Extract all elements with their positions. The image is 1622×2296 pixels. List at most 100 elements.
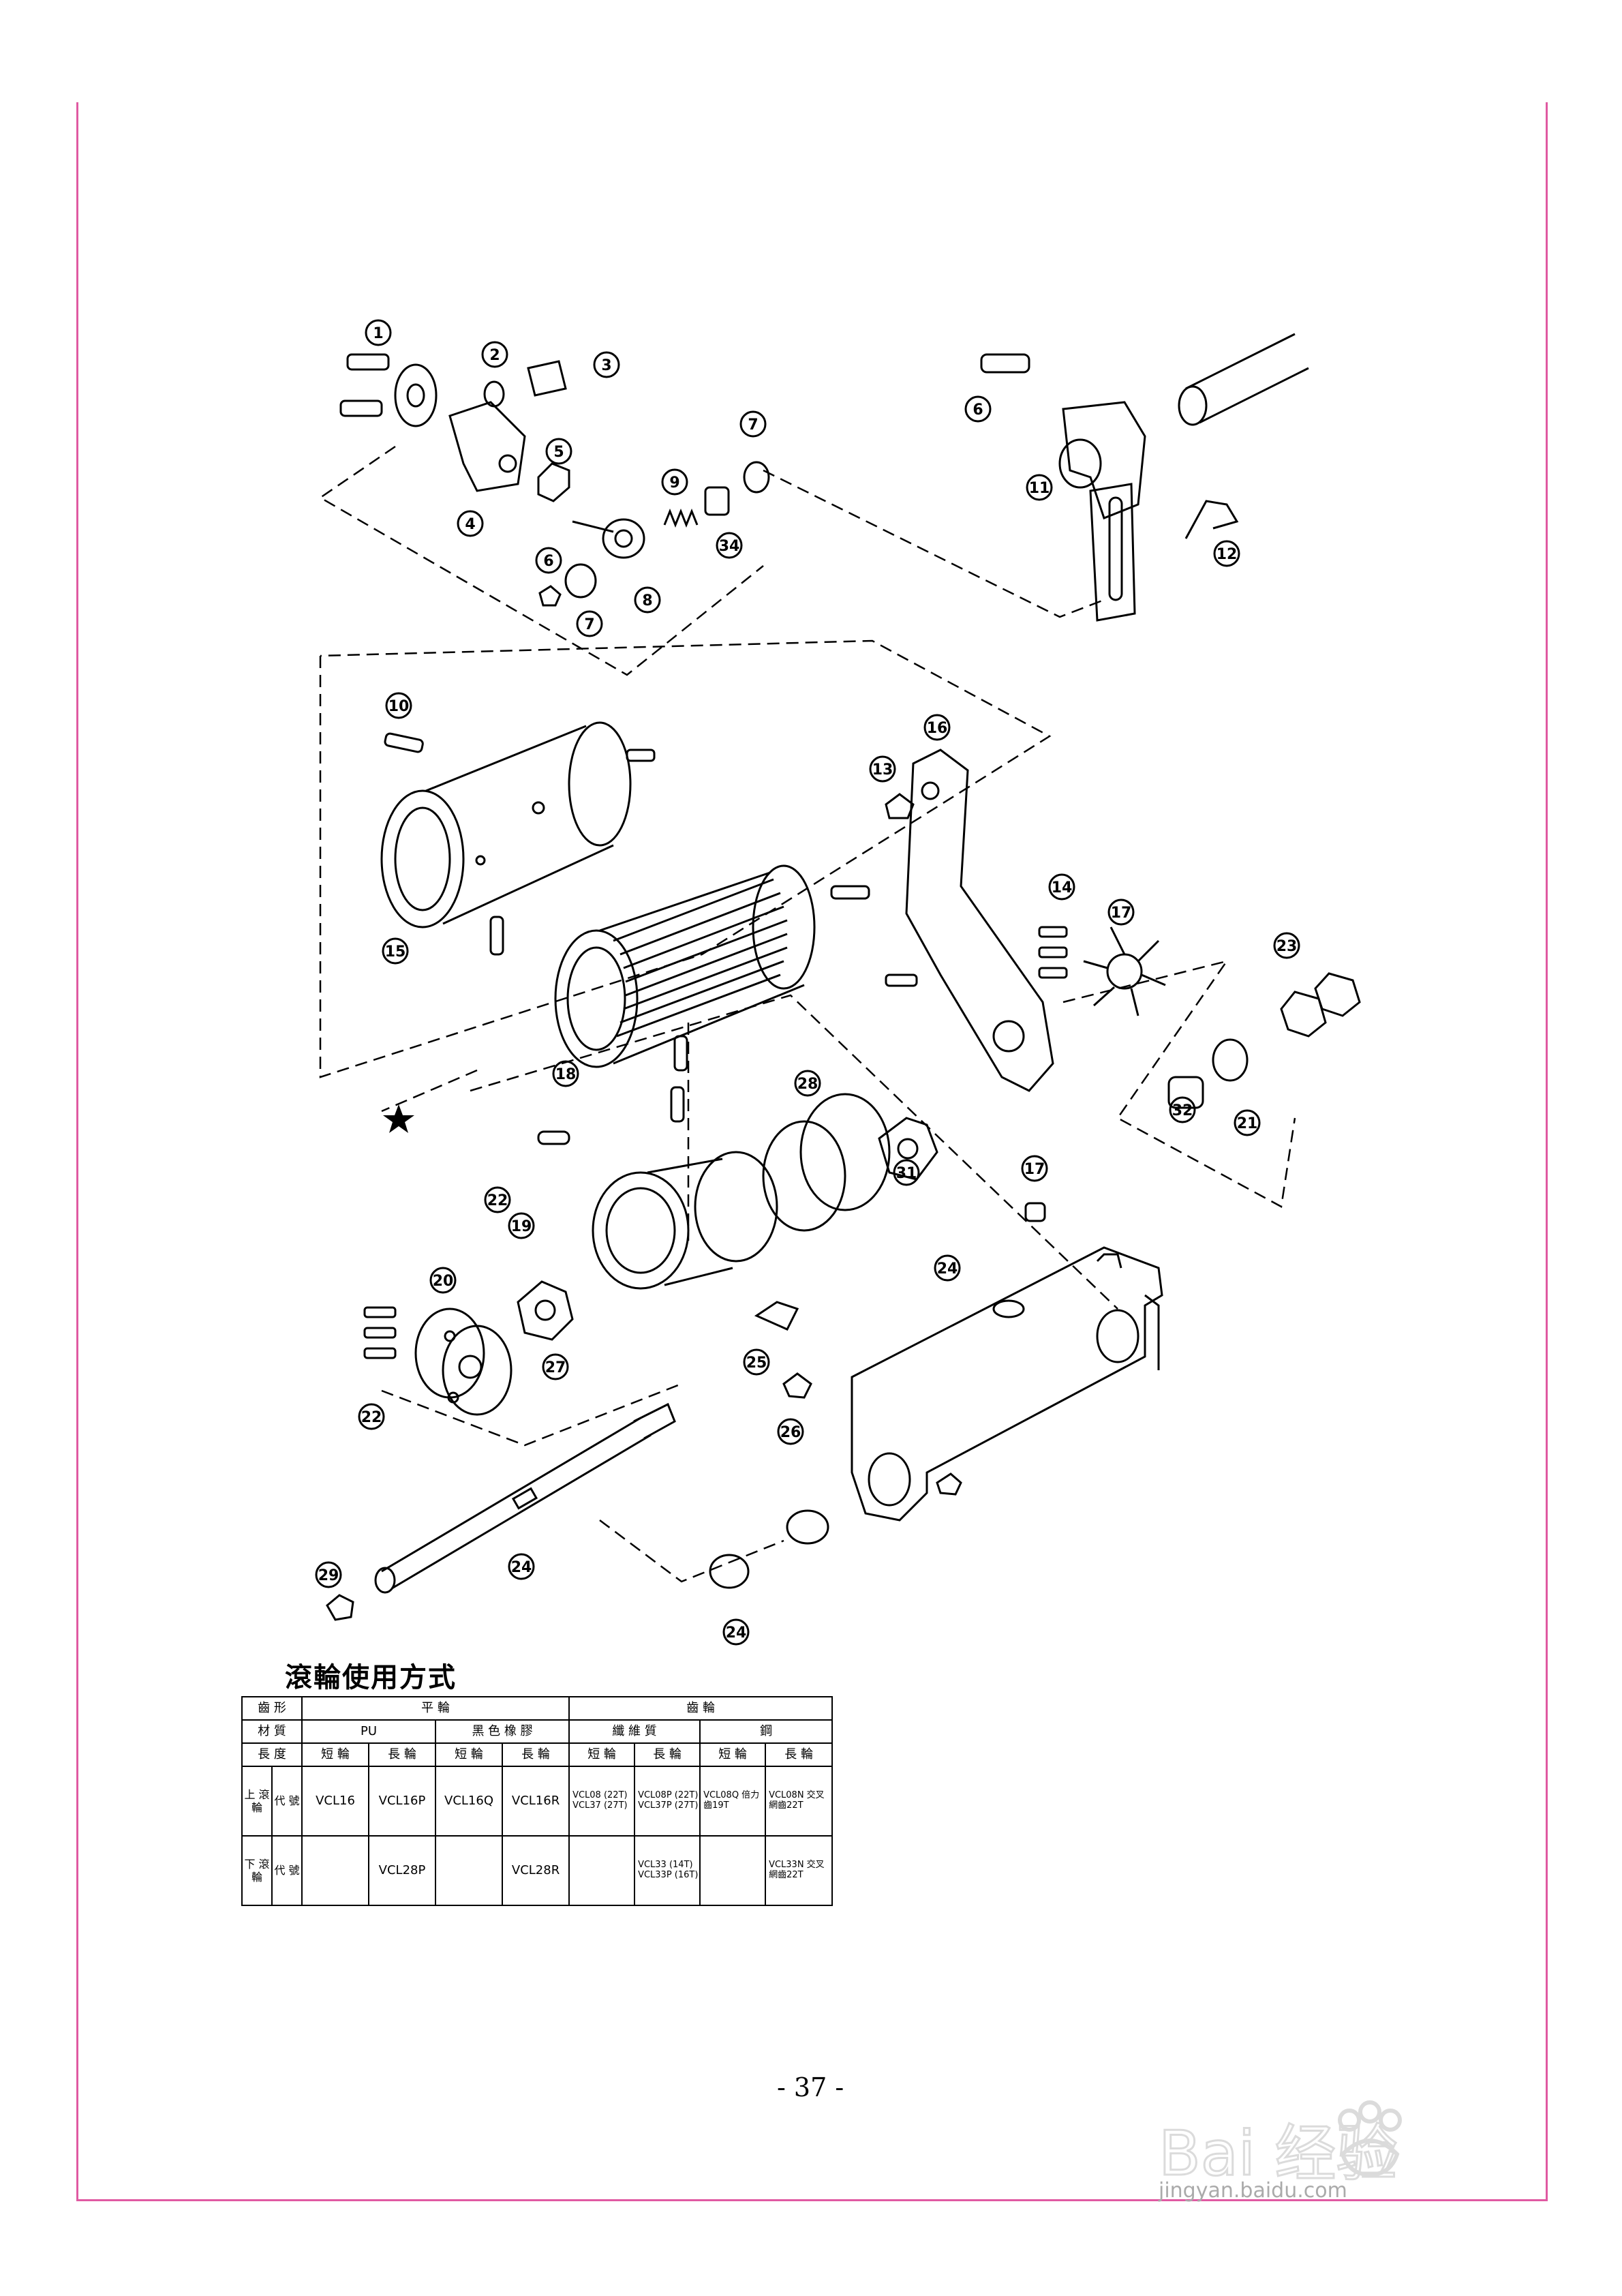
row-label-material: 材 質 <box>241 1719 303 1744</box>
part-callout-4: 4 <box>457 510 484 537</box>
cell-long: 長 輪 <box>765 1742 833 1767</box>
part-screw-16b <box>673 1035 688 1072</box>
table-cell: VCL08P (22T) VCL37P (27T) <box>634 1766 701 1837</box>
part-bracket-4 <box>448 401 526 492</box>
part-callout-34: 34 <box>716 532 743 559</box>
part-spring-9 <box>663 508 699 528</box>
part-callout-label: 19 <box>511 1218 532 1235</box>
part-callout-23: 23 <box>1273 932 1300 959</box>
part-callout-label: 18 <box>555 1066 577 1083</box>
guide-lines <box>318 445 1296 1583</box>
part-callout-12: 12 <box>1213 540 1240 567</box>
table-cell: VCL16R <box>502 1766 570 1837</box>
table-row-upper: 上 滾 輪 代 號 VCL16 VCL16P VCL16Q VCL16R VCL… <box>241 1766 833 1837</box>
part-eyebolt-shank <box>572 520 614 533</box>
row-label-shape: 齒 形 <box>241 1696 303 1721</box>
cell-pu: PU <box>301 1719 437 1744</box>
part-callout-label: 20 <box>433 1273 454 1290</box>
part-frame-25 <box>851 1246 1163 1522</box>
part-callout-label: 25 <box>746 1355 767 1372</box>
table-cell <box>435 1835 504 1906</box>
part-nut-24d <box>326 1594 354 1621</box>
part-screw-15 <box>384 732 424 753</box>
exploded-parts-diagram: 1234567893476111210151816131417232821323… <box>315 319 1361 1646</box>
part-arm-13 <box>905 749 1054 1092</box>
part-washer-32 <box>1212 1038 1249 1082</box>
part-callout-label: 17 <box>1024 1161 1045 1178</box>
part-nut-28b <box>1314 972 1361 1017</box>
cell-flat-wheel: 平 輪 <box>301 1696 570 1721</box>
part-screw-16c <box>670 1086 685 1123</box>
part-callout-label: 22 <box>487 1192 508 1209</box>
cell-short: 短 輪 <box>568 1742 636 1767</box>
part-callout-label: 4 <box>465 516 475 533</box>
part-bolt-11 <box>980 353 1030 374</box>
part-gear-roller-16 <box>554 864 816 1068</box>
part-callout-label: 26 <box>780 1424 801 1441</box>
part-sleeve-31 <box>1167 1076 1204 1109</box>
part-washer-30a <box>786 1509 829 1545</box>
part-callout-32: 32 <box>1169 1096 1196 1123</box>
part-callout-15: 15 <box>382 937 409 965</box>
part-callout-label: 6 <box>973 402 983 419</box>
table-row-material: 材 質 PU 黑 色 橡 膠 纖 維 質 鋼 <box>241 1719 833 1744</box>
part-callout-24: 24 <box>508 1553 535 1580</box>
table-cell: VCL16 <box>301 1766 370 1837</box>
part-callout-label: 31 <box>896 1165 917 1182</box>
part-callout-label: 1 <box>373 325 383 342</box>
part-sleeve-34 <box>704 486 730 516</box>
part-eyebolt-8 <box>602 518 645 559</box>
part-knob-3 <box>527 360 567 397</box>
part-callout-label: 13 <box>872 761 893 779</box>
part-callout-label: 29 <box>318 1567 339 1584</box>
part-nut-5 <box>537 462 570 502</box>
part-callout-5: 5 <box>545 438 572 465</box>
cell-long: 長 輪 <box>634 1742 701 1767</box>
watermark-brand: Bai 经验 <box>1159 2118 1398 2188</box>
part-callout-label: 34 <box>719 538 740 555</box>
part-screw-16 <box>830 885 870 900</box>
part-callout-26: 26 <box>777 1418 804 1445</box>
cell-fiber: 纖 維 質 <box>568 1719 701 1744</box>
part-callout-label: 22 <box>361 1409 382 1426</box>
part-callout-27: 27 <box>542 1353 569 1380</box>
part-nut-24a <box>1024 1202 1046 1222</box>
part-pin-19 <box>537 1130 570 1145</box>
baidu-watermark-logo: Bai 经验 <box>1159 2100 1402 2188</box>
table-row-length: 長 度 短 輪 長 輪 短 輪 長 輪 短 輪 長 輪 短 輪 長 輪 <box>241 1742 833 1767</box>
part-collar-22a <box>878 1117 938 1181</box>
table-caption: 滾輪使用方式 <box>285 1662 457 1693</box>
part-callout-label: 6 <box>543 553 553 570</box>
page-border-bottom <box>76 2199 1548 2201</box>
row-label-code: 代 號 <box>271 1835 303 1906</box>
part-washer-7 <box>743 461 770 494</box>
part-callout-11: 11 <box>1026 474 1053 501</box>
part-callout-label: 17 <box>1111 905 1132 922</box>
part-callout-label: 24 <box>726 1625 747 1642</box>
cell-black-rubber: 黑 色 橡 膠 <box>435 1719 570 1744</box>
part-callout-label: 2 <box>489 347 500 364</box>
cell-steel: 鋼 <box>699 1719 833 1744</box>
part-callout-10: 10 <box>385 692 412 719</box>
part-callout-label: 3 <box>601 357 611 374</box>
part-shaft-29 <box>374 1402 676 1594</box>
table-cell: VCL33N 交叉網齒22T <box>765 1835 833 1906</box>
part-callout-3: 3 <box>593 351 620 378</box>
part-callout-label: 7 <box>584 616 594 633</box>
part-callout-label: 28 <box>797 1076 818 1093</box>
part-callout-label: 23 <box>1276 938 1298 955</box>
part-callout-label: 15 <box>385 943 406 961</box>
roller-usage-table: 齒 形 平 輪 齒 輪 材 質 PU 黑 色 橡 膠 纖 維 質 鋼 長 度 短… <box>241 1696 833 1906</box>
part-bolt-10 <box>1184 500 1239 539</box>
row-label-upper: 上 滾 輪 <box>241 1766 273 1837</box>
part-screw-vertical <box>489 916 504 956</box>
part-callout-9: 9 <box>661 468 688 496</box>
part-callout-13: 13 <box>869 755 896 783</box>
part-nut-24c <box>936 1472 962 1496</box>
part-callout-24: 24 <box>934 1254 961 1282</box>
table-cell <box>699 1835 767 1906</box>
table-row-shape: 齒 形 平 輪 齒 輪 <box>241 1696 833 1721</box>
part-callout-label: 11 <box>1029 480 1050 497</box>
part-callout-label: 24 <box>511 1559 532 1576</box>
part-callout-14: 14 <box>1048 873 1075 901</box>
